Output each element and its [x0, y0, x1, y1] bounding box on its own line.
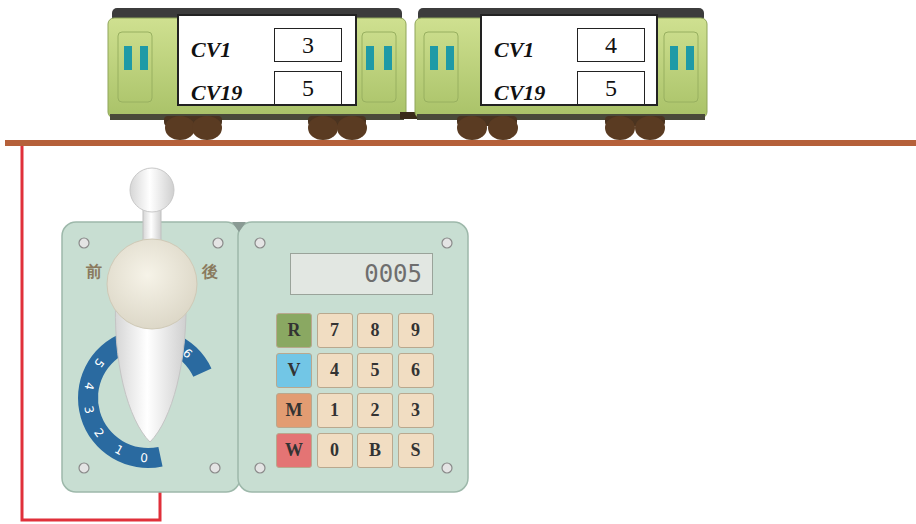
train-car	[415, 8, 707, 140]
number-key: 0	[317, 433, 353, 468]
display-value: 0005	[364, 260, 422, 288]
cv-name: CV19	[191, 80, 242, 106]
car-window	[124, 46, 132, 70]
number-key: 4	[317, 353, 353, 388]
cv-panel: CV1CV19 4 5	[480, 14, 658, 106]
keypad-panel	[238, 222, 468, 492]
cv-value-box: 3	[274, 28, 342, 62]
wheel	[605, 116, 635, 140]
function-key: R	[276, 313, 312, 348]
cv-name: CV1	[191, 37, 231, 63]
number-key: 9	[398, 313, 434, 348]
key-label: W	[285, 440, 303, 461]
cv-name: CV1	[494, 37, 534, 63]
key-label: S	[410, 440, 420, 461]
number-key: B	[357, 433, 393, 468]
key-label: 6	[411, 360, 420, 381]
wheel	[308, 116, 338, 140]
car-window	[384, 46, 392, 70]
direction-label: 後	[202, 262, 218, 283]
function-key: W	[276, 433, 312, 468]
key-label: 1	[330, 400, 339, 421]
controller-panel	[62, 222, 240, 492]
train-car	[108, 8, 406, 140]
number-key: 1	[317, 393, 353, 428]
function-key: M	[276, 393, 312, 428]
car-window	[670, 46, 678, 70]
car-window	[140, 46, 148, 70]
car-door	[424, 32, 458, 102]
key-label: M	[286, 400, 303, 421]
wheel	[488, 116, 518, 140]
key-label: R	[288, 320, 301, 341]
key-label: 0	[330, 440, 339, 461]
cv-value: 5	[605, 75, 617, 102]
car-door	[362, 32, 396, 102]
direction-label: 前	[86, 262, 102, 283]
wheel	[635, 116, 665, 140]
key-label: 9	[411, 320, 420, 341]
car-door	[664, 32, 698, 102]
rail	[5, 140, 916, 146]
key-label: 8	[371, 320, 380, 341]
cv-value-box: 5	[274, 71, 342, 105]
cv-name: CV19	[494, 80, 545, 106]
key-label: 2	[371, 400, 380, 421]
key-label: B	[369, 440, 381, 461]
wheel	[165, 116, 195, 140]
wheel	[192, 116, 222, 140]
key-label: 3	[411, 400, 420, 421]
key-label: 7	[330, 320, 339, 341]
number-key: S	[398, 433, 434, 468]
wheel	[457, 116, 487, 140]
control-lever	[107, 168, 197, 442]
number-key: 6	[398, 353, 434, 388]
car-window	[686, 46, 694, 70]
screws	[79, 238, 452, 473]
dial-number: 0	[140, 451, 149, 465]
cv-value-box: 5	[577, 71, 645, 105]
cv-value: 5	[302, 75, 314, 102]
panel-notch	[232, 222, 246, 232]
car-window	[430, 46, 438, 70]
number-key: 8	[357, 313, 393, 348]
car-door	[118, 32, 152, 102]
key-label: 5	[371, 360, 380, 381]
lcd-display: 0005	[290, 253, 433, 295]
cv-value: 4	[605, 32, 617, 59]
number-key: 2	[357, 393, 393, 428]
car-window	[366, 46, 374, 70]
function-key: V	[276, 353, 312, 388]
number-key: 7	[317, 313, 353, 348]
number-key: 5	[357, 353, 393, 388]
number-key: 3	[398, 393, 434, 428]
cv-value-box: 4	[577, 28, 645, 62]
key-label: V	[288, 360, 301, 381]
key-label: 4	[330, 360, 339, 381]
cv-panel: CV1CV19 3 5	[177, 14, 357, 106]
wheel	[337, 116, 367, 140]
car-window	[446, 46, 454, 70]
cv-value: 3	[302, 32, 314, 59]
